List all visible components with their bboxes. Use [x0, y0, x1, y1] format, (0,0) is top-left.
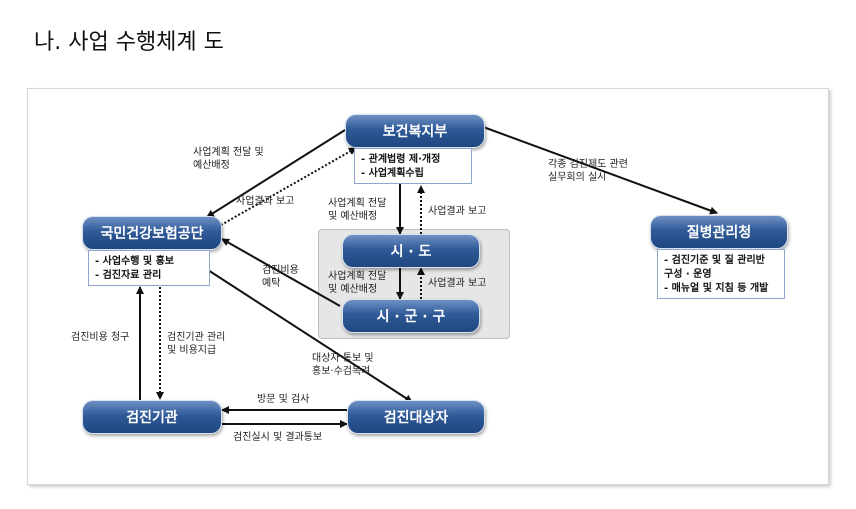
label-result-report-district: 사업결과 보고 — [428, 278, 487, 289]
node-province: 시 · 도 — [342, 234, 480, 268]
nhis-duty: - 검진자료 관리 — [95, 270, 162, 281]
label-result-report-province: 사업결과 보고 — [428, 206, 487, 217]
arrow-nhis-to-ministry — [206, 147, 357, 234]
label-notify-target: 대상자 통보 및 홍보·수검독려 — [312, 353, 374, 377]
label-claim-cost: 검진비용 청구 — [71, 332, 130, 343]
label-exam-notify: 검진실시 및 결과통보 — [233, 432, 323, 443]
node-institution: 검진기관 — [82, 400, 222, 434]
label-plan-budget-district: 사업계획 전달 및 예산배정 — [328, 271, 387, 295]
arrow-ministry-to-nhis — [206, 129, 346, 218]
page-heading: 나. 사업 수행체계 도 — [34, 30, 224, 55]
label-kcdc-meeting: 각종 검진제도 관련 실무회의 실시 — [548, 159, 628, 183]
ministry-duty: - 사업계획수립 — [361, 168, 424, 179]
label-manage-pay: 검진기관 관리 및 비용지급 — [167, 332, 226, 356]
label-result-report-nhis: 사업결과 보고 — [236, 196, 295, 207]
kcdc-duty: - 매뉴얼 및 지침 등 개발 — [664, 283, 769, 294]
label-plan-budget-province: 사업계획 전달 및 예산배정 — [328, 198, 387, 222]
node-district: 시 · 군 · 구 — [342, 299, 480, 333]
label-visit-exam: 방문 및 검사 — [257, 394, 310, 405]
ministry-duty: - 관계법령 제·개정 — [361, 154, 441, 165]
nhis-duty: - 사업수행 및 홍보 — [95, 256, 174, 267]
node-ministry: 보건복지부 — [345, 114, 485, 148]
node-target: 검진대상자 — [347, 400, 485, 434]
node-nhis: 국민건강보험공단 — [82, 216, 222, 250]
arrow-ministry-kcdc — [478, 121, 718, 215]
nhis-duties: - 사업수행 및 홍보 - 검진자료 관리 — [88, 250, 210, 286]
ministry-duties: - 관계법령 제·개정 - 사업계획수립 — [354, 148, 472, 184]
kcdc-duty: - 검진기준 및 질 관리반 — [664, 255, 765, 266]
arrow-nhis-to-target — [207, 269, 413, 403]
label-plan-budget-nhis: 사업계획 전달 및 예산배정 — [193, 147, 264, 171]
label-entrust-cost: 검진비용 예탁 — [262, 265, 299, 289]
node-kcdc: 질병관리청 — [650, 215, 788, 249]
kcdc-duty: 구성 · 운영 — [664, 269, 712, 280]
arrow-district-to-nhis — [221, 238, 341, 307]
kcdc-duties: - 검진기준 및 질 관리반 구성 · 운영 - 매뉴얼 및 지침 등 개발 — [657, 249, 785, 299]
